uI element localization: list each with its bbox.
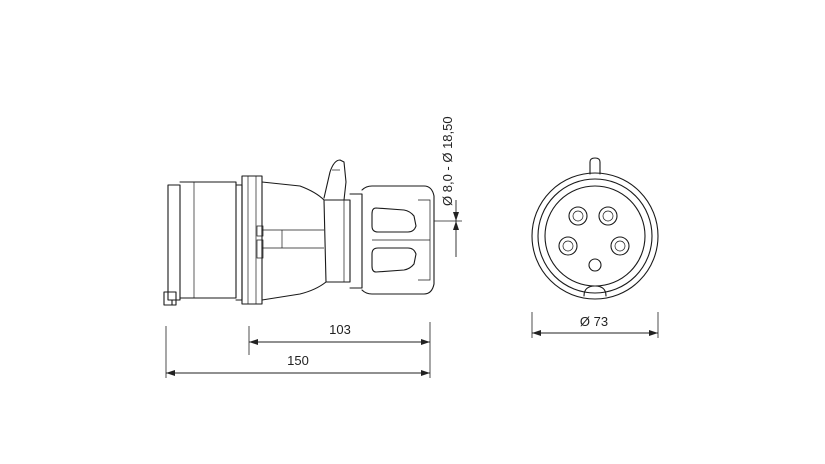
dimension-150: 150 — [165, 326, 430, 378]
plug-front-view — [531, 157, 659, 300]
dimension-150-label: 150 — [287, 353, 309, 368]
dimension-cable-range-label: Ø 8,0 - Ø 18,50 — [440, 116, 455, 206]
dimension-diameter-73-label: Ø 73 — [580, 314, 608, 329]
dimension-103: 103 — [248, 322, 431, 378]
dimension-103-label: 103 — [329, 322, 351, 337]
pin-top-right — [598, 206, 618, 226]
pin-earth — [588, 258, 602, 272]
dimension-cable-range: Ø 8,0 - Ø 18,50 — [434, 116, 462, 257]
dimension-diameter-73: Ø 73 — [531, 312, 659, 338]
pin-right — [610, 236, 630, 256]
plug-side-view — [163, 159, 435, 306]
pin-top-left — [568, 206, 588, 226]
pin-left — [558, 236, 578, 256]
